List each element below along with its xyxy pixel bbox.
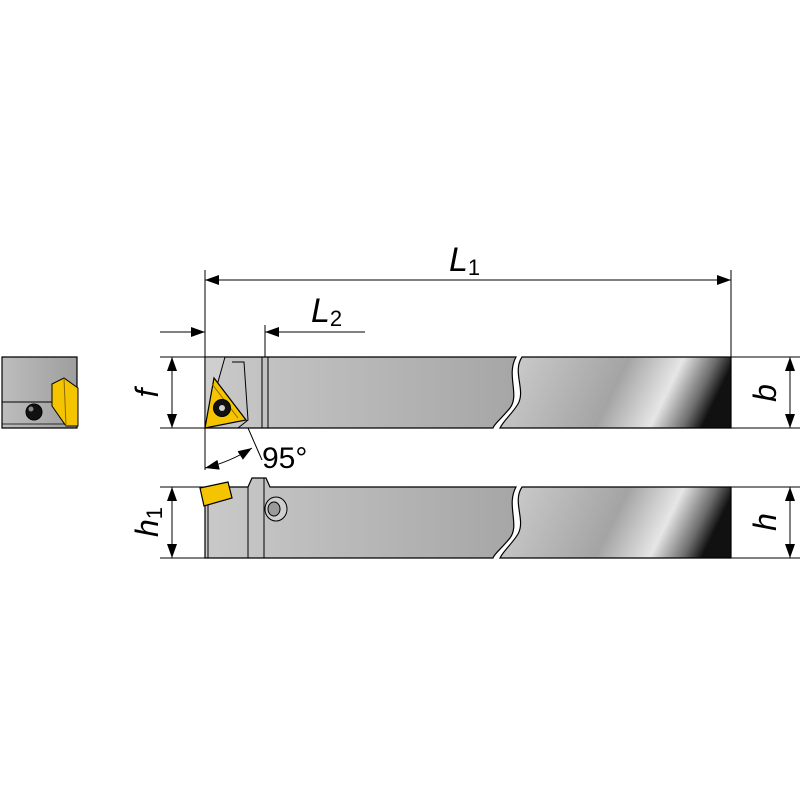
triangular-thread-insert-icon: [204, 376, 248, 429]
coolant-port-icon: [264, 496, 288, 522]
top-view-bar-left: [204, 356, 518, 429]
top-view: [204, 356, 732, 429]
side-view-bar-left: [204, 477, 518, 559]
h-label: h: [747, 513, 783, 531]
side-view: [199, 477, 732, 559]
top-view-bar-right: [499, 356, 732, 429]
l1-label: L1: [449, 241, 480, 280]
end-view: [1, 356, 79, 429]
dimension-labels: L1 L2 f b h1 h 95°: [129, 241, 783, 537]
end-view-screw-icon: [25, 403, 43, 421]
side-view-insert: [199, 481, 233, 507]
f-label: f: [129, 385, 165, 397]
h1-label: h1: [129, 507, 167, 537]
angle-label: 95°: [262, 442, 307, 475]
b-label: b: [747, 384, 783, 402]
dimension-lines: [160, 270, 800, 559]
angle-arc: [204, 447, 253, 470]
side-view-bar-right: [499, 486, 732, 559]
l2-label: L2: [311, 292, 342, 331]
